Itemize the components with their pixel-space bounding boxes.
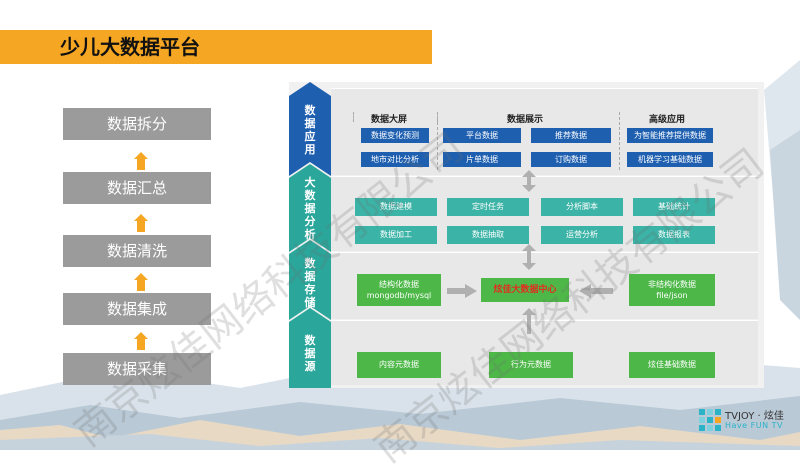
storage-structured-line2: mongodb/mysql — [366, 291, 432, 300]
storage-unstructured-line2: file/json — [656, 291, 688, 300]
up-arrow-icon — [522, 308, 536, 334]
section-divider — [437, 112, 438, 170]
section-divider — [353, 112, 354, 122]
left-arrow-icon — [579, 284, 613, 298]
analysis-item: 数据报表 — [633, 226, 715, 244]
section-divider — [619, 112, 620, 170]
section-title-display: 数据展示 — [507, 115, 544, 125]
up-arrow-icon — [134, 214, 148, 232]
bidirectional-arrow-icon — [522, 244, 536, 270]
flow-step-split: 数据拆分 — [63, 108, 211, 140]
layer-chevron-application — [289, 82, 331, 176]
source-item: 炫佳基础数据 — [629, 352, 715, 378]
storage-unstructured-line1: 非结构化数据 — [648, 280, 696, 289]
layer-chevron-storage — [289, 240, 331, 320]
flow-step-aggregate: 数据汇总 — [63, 172, 211, 204]
app-item: 推荐数据 — [531, 128, 611, 143]
brand-logo: TVJOY · 炫佳 Have FUN TV — [699, 405, 791, 435]
up-arrow-icon — [134, 332, 148, 350]
app-item: 平台数据 — [443, 128, 521, 143]
analysis-item: 分析脚本 — [541, 198, 623, 216]
analysis-item: 基础统计 — [633, 198, 715, 216]
layer-label-source: 数据源 — [304, 333, 316, 373]
storage-structured: 结构化数据 mongodb/mysql — [357, 274, 441, 306]
layer-label-application: 数据应用 — [304, 104, 316, 156]
right-arrow-icon — [447, 284, 477, 298]
app-item: 订购数据 — [531, 152, 611, 167]
logo-mark-icon — [699, 409, 721, 431]
flow-step-clean: 数据清洗 — [63, 235, 211, 267]
analysis-item: 运营分析 — [541, 226, 623, 244]
up-arrow-icon — [134, 273, 148, 291]
layer-chevron-analysis — [289, 164, 331, 252]
app-item: 地市对比分析 — [361, 152, 429, 167]
layer-label-analysis: 大数据分析 — [304, 175, 316, 241]
title-bar: 少儿大数据平台 — [0, 30, 432, 64]
app-item: 数据变化预测 — [361, 128, 429, 143]
app-item: 为智能推荐提供数据 — [627, 128, 713, 143]
analysis-item: 数据建模 — [355, 198, 437, 216]
section-title-dashboard: 数据大屏 — [371, 115, 408, 125]
app-item: 片单数据 — [443, 152, 521, 167]
bidirectional-arrow-icon — [522, 170, 536, 192]
source-item: 行为元数据 — [489, 352, 573, 378]
analysis-item: 定时任务 — [447, 198, 529, 216]
flow-step-collect: 数据采集 — [63, 353, 211, 385]
data-center-box: 炫佳大数据中心 — [481, 278, 569, 302]
storage-unstructured: 非结构化数据 file/json — [629, 274, 715, 306]
app-item: 机器学习基础数据 — [627, 152, 713, 167]
analysis-item: 数据加工 — [355, 226, 437, 244]
storage-structured-line1: 结构化数据 — [379, 280, 419, 289]
architecture-diagram: 数据应用 大数据分析 数据存储 数据源 数据大屏 数据展示 高级应用 数据变化预… — [289, 82, 764, 388]
source-item: 内容元数据 — [357, 352, 441, 378]
logo-text: TVJOY · 炫佳 — [725, 411, 784, 422]
flow-step-integrate: 数据集成 — [63, 293, 211, 325]
analysis-item: 数据抽取 — [447, 226, 529, 244]
logo-tagline: Have FUN TV — [725, 421, 783, 430]
up-arrow-icon — [134, 152, 148, 170]
layer-chevron-source — [289, 308, 331, 388]
section-title-advanced: 高级应用 — [649, 115, 686, 125]
page-title: 少儿大数据平台 — [60, 35, 200, 59]
layer-label-storage: 数据存储 — [304, 257, 316, 309]
